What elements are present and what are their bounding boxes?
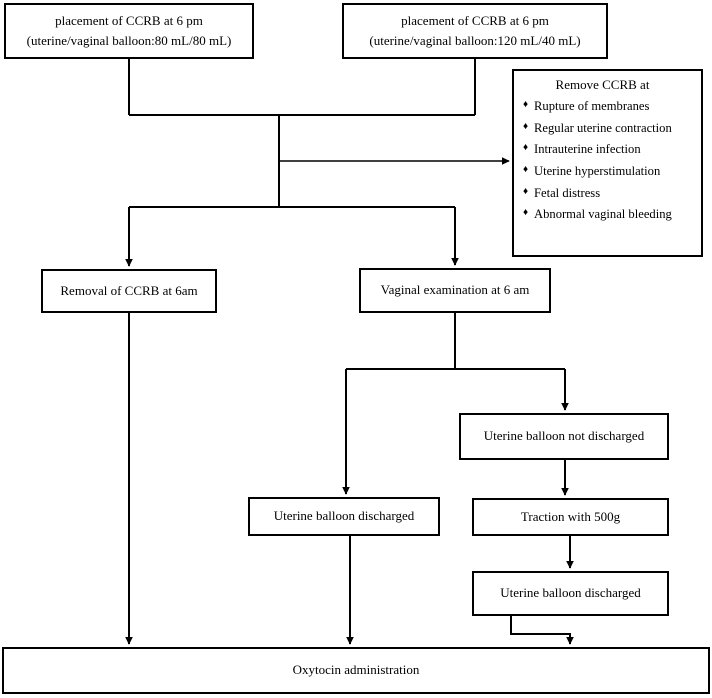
node-balloon-not-discharged — [459, 413, 669, 460]
list-item-label: Uterine hyperstimulation — [534, 163, 661, 178]
list-item-label: Rupture of membranes — [534, 99, 650, 113]
diamond-bullet-icon: ♦ — [523, 207, 529, 219]
node-balloon-discharged-right — [472, 571, 669, 616]
diamond-bullet-icon: ♦ — [523, 99, 529, 110]
list-item: ♦ Uterine hyperstimulation — [523, 161, 696, 183]
list-item-label: Fetal distress — [534, 185, 601, 200]
node-traction — [472, 498, 669, 536]
list-item: ♦ Intrauterine infection — [523, 139, 696, 161]
list-item: ♦ Regular uterine contraction — [523, 118, 696, 140]
edge-discharged-right-to-oxytocin — [510, 615, 574, 645]
node-placement-left — [4, 3, 254, 59]
diamond-bullet-icon: ♦ — [523, 163, 529, 175]
node-remove-ccrb — [512, 69, 703, 257]
node-vaginal-exam — [359, 268, 551, 313]
node-placement-right — [342, 3, 608, 59]
list-item: ♦ Fetal distress — [523, 183, 696, 205]
diamond-bullet-icon: ♦ — [523, 142, 529, 154]
node-removal-6am — [41, 269, 217, 313]
remove-ccrb-title: Remove CCRB at — [555, 77, 650, 92]
node-oxytocin — [2, 647, 710, 694]
list-item: ♦ Abnormal vaginal bleeding — [523, 204, 696, 226]
diamond-bullet-icon: ♦ — [523, 185, 529, 197]
node-balloon-discharged-left — [248, 497, 440, 536]
list-item-label: Intrauterine infection — [534, 142, 641, 157]
diamond-bullet-icon: ♦ — [523, 120, 529, 132]
list-item-label: Regular uterine contraction — [534, 120, 672, 135]
list-item-label: Abnormal vaginal bleeding — [534, 207, 672, 222]
list-item: ♦ Rupture of membranes — [523, 96, 696, 118]
node-remove-ccrb-text: Remove CCRB at ♦ Rupture of membranes ♦ Re… — [513, 70, 702, 256]
remove-ccrb-list: ♦ Rupture of membranes ♦ Regular uterine c… — [523, 96, 696, 226]
